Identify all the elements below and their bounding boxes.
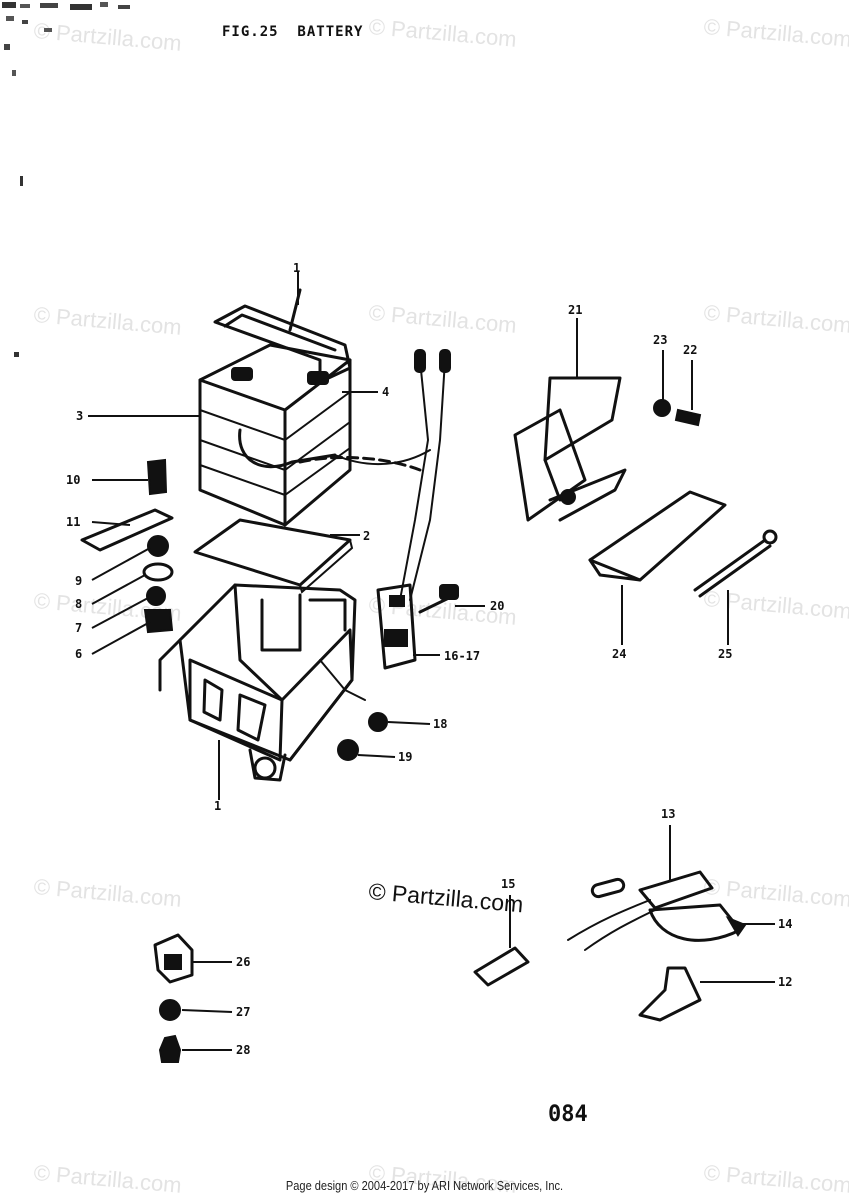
terminal-hardware	[80, 458, 174, 634]
callout-label: 14	[778, 917, 793, 931]
callout-label: 7	[75, 621, 83, 635]
battery-pad	[193, 518, 354, 594]
callout-label: 6	[75, 647, 83, 661]
callout-label: 21	[568, 303, 583, 317]
callout-label: 16-17	[444, 649, 481, 663]
tool-bag	[588, 490, 727, 582]
callout-label: 11	[66, 515, 81, 529]
callout-label: 2	[363, 529, 371, 543]
washer-23	[653, 399, 671, 417]
leader-lines	[88, 272, 775, 1051]
callout-label: 4	[382, 385, 390, 399]
callout-label: 12	[778, 975, 793, 989]
battery	[198, 343, 352, 527]
bolt-20	[418, 584, 459, 614]
footer-copyright: Page design © 2004-2017 by ARI Network S…	[285, 1178, 564, 1193]
wrench	[693, 529, 778, 598]
callout-label: 18	[433, 717, 448, 731]
fuse-holder	[376, 583, 417, 670]
callout-label: 28	[236, 1043, 251, 1057]
nut-18	[368, 712, 388, 732]
battery-bracket	[513, 376, 627, 522]
callout-label: 10	[66, 473, 81, 487]
callout-label: 15	[501, 877, 516, 891]
connector-26	[153, 933, 194, 984]
callout-label: 19	[398, 750, 413, 764]
callout-label: 25	[718, 647, 733, 661]
callout-label: 26	[236, 955, 251, 969]
callout-label: 3	[76, 409, 84, 423]
callout-label: 9	[75, 574, 83, 588]
battery-holder-frame	[158, 583, 366, 782]
callout-label: 1	[214, 799, 222, 813]
callout-label: 22	[683, 343, 698, 357]
callout-label: 24	[612, 647, 627, 661]
nut-19	[337, 739, 359, 761]
callout-label: 27	[236, 1005, 251, 1019]
grommet-27	[159, 999, 181, 1021]
cap-28	[158, 1034, 182, 1063]
callout-label: 20	[490, 599, 505, 613]
page-number: 084	[548, 1102, 588, 1127]
callout-label: 23	[653, 333, 668, 347]
callout-label: 13	[661, 807, 676, 821]
callout-label: 1	[293, 261, 301, 275]
screw-22	[674, 408, 702, 427]
figure-title: FIG.25 BATTERY	[222, 24, 364, 40]
fuse-assembly	[473, 870, 747, 1022]
wire-harness	[298, 349, 451, 601]
callout-label: 8	[75, 597, 83, 611]
scan-noise	[2, 2, 130, 357]
